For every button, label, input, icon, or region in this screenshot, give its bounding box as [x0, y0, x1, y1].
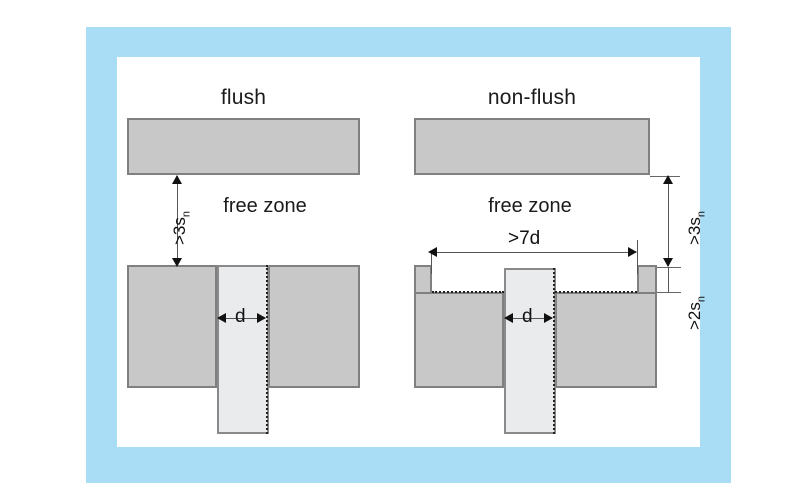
flush-diameter-dimension-line	[221, 318, 265, 319]
nonflush-width-label: >7d	[508, 228, 541, 249]
nonflush-clearance-arrow-up-icon	[663, 175, 673, 184]
flush-free-zone-label: free zone	[223, 195, 307, 217]
flush-sensor-edge-dotted	[266, 265, 268, 434]
nonflush-diameter-arrow-right-icon	[544, 313, 553, 323]
nonflush-sensor-edge-dotted	[553, 268, 555, 434]
nonflush-clearance-ext-mid	[657, 267, 681, 268]
flush-diameter-label: d	[235, 306, 246, 327]
nonflush-diameter-arrow-left-icon	[504, 313, 513, 323]
nonflush-free-zone-label: free zone	[488, 195, 572, 217]
nonflush-metal-right-body	[555, 292, 657, 388]
nonflush-clearance-arrow-down-icon	[663, 258, 673, 267]
nonflush-width-dimension-line	[432, 252, 636, 253]
nonflush-width-arrow-left-icon	[428, 247, 437, 257]
nonflush-sensor-body	[504, 268, 556, 434]
flush-clearance-arrow-down-icon	[172, 258, 182, 267]
flush-title: flush	[220, 86, 267, 109]
nonflush-recess-label: >2sn	[685, 295, 708, 330]
nonflush-diameter-dimension-line	[508, 318, 552, 319]
flush-clearance-arrow-up-icon	[172, 175, 182, 184]
nonflush-pocket-floor-right	[555, 291, 637, 293]
nonflush-clearance-dimension-line	[668, 176, 669, 266]
flush-diameter-arrow-left-icon	[217, 313, 226, 323]
flush-clearance-label: >3sn	[170, 210, 193, 245]
nonflush-metal-left-body	[414, 292, 504, 388]
nonflush-title: non-flush	[487, 86, 577, 109]
nonflush-clearance-label: >3sn	[685, 210, 708, 245]
nonflush-width-ext-right	[637, 240, 638, 274]
nonflush-recess-ext-bottom	[657, 292, 681, 293]
flush-metal-left	[127, 265, 217, 388]
nonflush-width-ext-left	[431, 252, 432, 274]
flush-target-bar	[127, 118, 360, 175]
flush-sensor-body	[217, 265, 269, 434]
nonflush-pocket-floor-left	[432, 291, 504, 293]
flush-metal-right	[268, 265, 360, 388]
flush-diameter-arrow-right-icon	[257, 313, 266, 323]
nonflush-diameter-label: d	[522, 306, 533, 327]
nonflush-width-arrow-right-icon	[628, 247, 637, 257]
nonflush-recess-dimension-line	[668, 267, 669, 293]
nonflush-target-bar	[414, 118, 650, 175]
flush-clearance-dimension-line	[177, 176, 178, 266]
